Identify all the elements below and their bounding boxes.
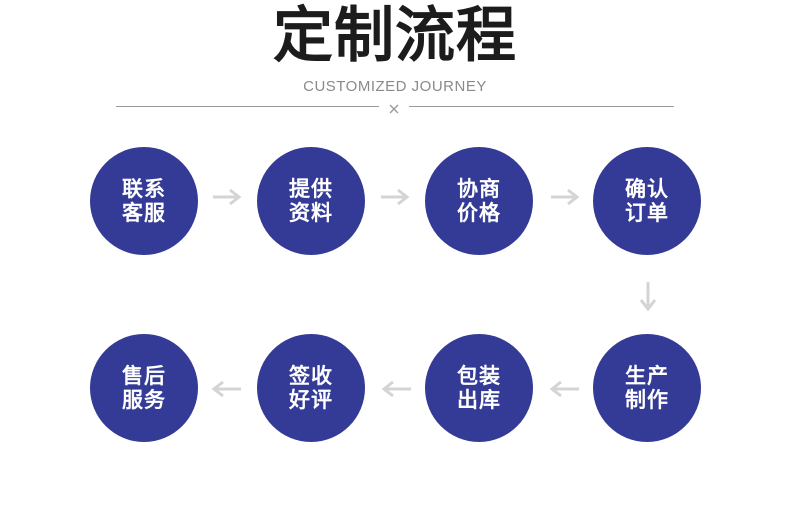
step-circle-after-sales: 售后 服务 <box>90 334 198 442</box>
step-circle-confirm-order: 确认 订单 <box>593 147 701 255</box>
arrow-right-icon <box>213 187 243 207</box>
step-circle-negotiate-price: 协商 价格 <box>425 147 533 255</box>
arrow-down-icon <box>638 282 658 312</box>
step-circle-sign-review: 签收 好评 <box>257 334 365 442</box>
arrow-left-icon <box>549 379 579 399</box>
step-label-line1: 协商 <box>457 177 501 201</box>
step-label-line2: 出库 <box>457 388 501 412</box>
step-label-line1: 确认 <box>625 177 669 201</box>
step-label-line2: 客服 <box>122 201 166 225</box>
step-circle-contact-service: 联系 客服 <box>90 147 198 255</box>
step-label-line1: 生产 <box>625 364 669 388</box>
step-label-line1: 签收 <box>289 364 333 388</box>
divider-line-right <box>409 106 674 107</box>
step-label-line2: 资料 <box>289 201 333 225</box>
step-label-line2: 服务 <box>122 388 166 412</box>
step-circle-provide-materials: 提供 资料 <box>257 147 365 255</box>
step-label-line2: 价格 <box>457 201 501 225</box>
step-circle-package-ship: 包装 出库 <box>425 334 533 442</box>
arrow-right-icon <box>551 187 581 207</box>
arrow-left-icon <box>381 379 411 399</box>
arrow-right-icon <box>381 187 411 207</box>
page-subtitle: CUSTOMIZED JOURNEY <box>303 78 487 95</box>
step-label-line1: 包装 <box>457 364 501 388</box>
page-title: 定制流程 <box>273 1 517 71</box>
step-label-line2: 订单 <box>625 201 669 225</box>
step-label-line2: 制作 <box>625 388 669 412</box>
step-label-line1: 联系 <box>122 177 166 201</box>
step-label-line1: 售后 <box>122 364 166 388</box>
arrow-left-icon <box>211 379 241 399</box>
step-circle-production: 生产 制作 <box>593 334 701 442</box>
step-label-line2: 好评 <box>289 388 333 412</box>
close-icon <box>388 100 400 114</box>
step-label-line1: 提供 <box>289 177 333 201</box>
divider-line-left <box>116 106 379 107</box>
